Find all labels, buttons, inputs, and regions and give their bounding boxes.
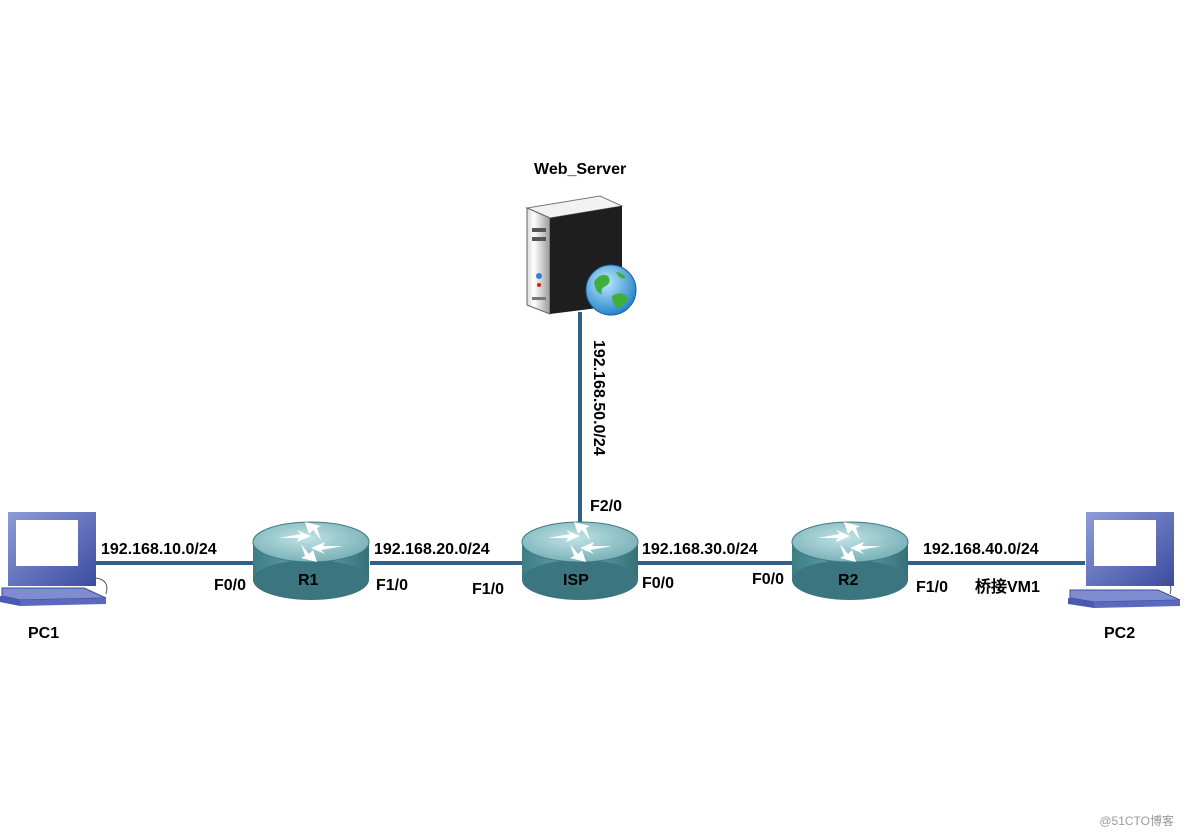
bridge-note: 桥接VM1: [975, 577, 1040, 596]
iface-r1-left: F0/0: [214, 577, 246, 594]
router-isp-label: ISP: [563, 572, 589, 589]
pc2-label: PC2: [1104, 625, 1135, 642]
router-r2-label: R2: [838, 572, 859, 589]
iface-isp-right: F0/0: [642, 575, 674, 592]
web-server[interactable]: Web_Server: [525, 161, 637, 316]
router-r1-label: R1: [298, 572, 319, 589]
network-isp-r2: 192.168.30.0/24: [642, 541, 758, 558]
watermark: @51CTO博客: [1099, 814, 1174, 828]
pc-icon: [1068, 512, 1181, 608]
iface-isp-top: F2/0: [590, 498, 622, 515]
pc1[interactable]: PC1: [0, 512, 108, 642]
iface-r2-right: F1/0: [916, 579, 948, 596]
network-r2-pc2: 192.168.40.0/24: [923, 541, 1039, 558]
router-isp[interactable]: ISP: [521, 521, 639, 600]
network-pc1-r1: 192.168.10.0/24: [101, 541, 217, 558]
pc-icon: [0, 512, 108, 606]
router-r2[interactable]: R2: [791, 521, 909, 600]
network-r1-isp: 192.168.20.0/24: [374, 541, 490, 558]
router-icon: [521, 521, 639, 600]
router-icon: [791, 521, 909, 600]
network-isp-server: 192.168.50.0/24: [590, 340, 607, 456]
iface-r2-left: F0/0: [752, 571, 784, 588]
web-server-label: Web_Server: [534, 161, 626, 178]
pc2[interactable]: PC2: [1068, 512, 1181, 642]
iface-isp-left: F1/0: [472, 581, 504, 598]
pc1-label: PC1: [28, 625, 59, 642]
server-icon: [525, 195, 637, 316]
links: [95, 312, 1085, 565]
iface-r1-right: F1/0: [376, 577, 408, 594]
router-icon: [252, 521, 370, 600]
router-r1[interactable]: R1: [252, 521, 370, 600]
